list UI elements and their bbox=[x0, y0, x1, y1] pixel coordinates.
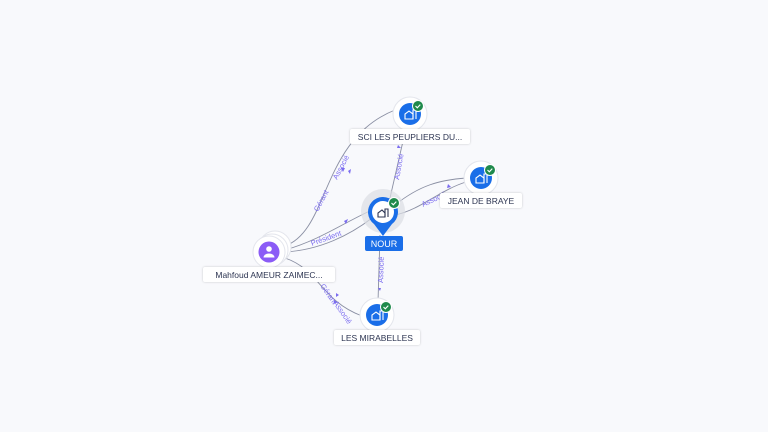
node-label: LES MIRABELLES bbox=[341, 333, 413, 343]
edge-person-sci[interactable] bbox=[284, 109, 396, 247]
edge-label-gerant: Gérant bbox=[312, 188, 331, 213]
node-sci-les-peupliers[interactable]: SCI LES PEUPLIERS DU... bbox=[350, 96, 470, 144]
building-icon bbox=[377, 208, 389, 218]
verified-check-icon bbox=[412, 100, 424, 112]
node-jean-de-braye[interactable]: JEAN DE BRAYE bbox=[440, 160, 522, 208]
node-nour[interactable]: NOUR bbox=[361, 189, 405, 251]
edge-person-mirabelles[interactable] bbox=[284, 257, 363, 317]
person-icon bbox=[263, 246, 275, 258]
verified-check-icon bbox=[380, 301, 392, 313]
verified-check-icon bbox=[484, 164, 496, 176]
building-icon bbox=[475, 173, 488, 184]
node-label: SCI LES PEUPLIERS DU... bbox=[358, 132, 462, 142]
node-label: NOUR bbox=[371, 239, 398, 249]
edge-label-associe: Associé bbox=[376, 257, 386, 284]
building-icon bbox=[371, 310, 384, 321]
node-label: JEAN DE BRAYE bbox=[448, 196, 515, 206]
node-label: Mahfoud AMEUR ZAIMEC... bbox=[215, 270, 322, 280]
verified-check-icon bbox=[388, 197, 400, 209]
node-person-mahfoud[interactable]: Mahfoud AMEUR ZAIMEC... bbox=[203, 230, 335, 282]
edge-arrows bbox=[334, 145, 451, 304]
edge-label-associe: Associé bbox=[392, 153, 405, 180]
edge-label-president: Président bbox=[310, 228, 344, 248]
node-les-mirabelles[interactable]: LES MIRABELLES bbox=[334, 297, 420, 345]
edge-person-nour-1[interactable] bbox=[284, 209, 373, 251]
edge-label-associe: Associé bbox=[331, 154, 351, 181]
